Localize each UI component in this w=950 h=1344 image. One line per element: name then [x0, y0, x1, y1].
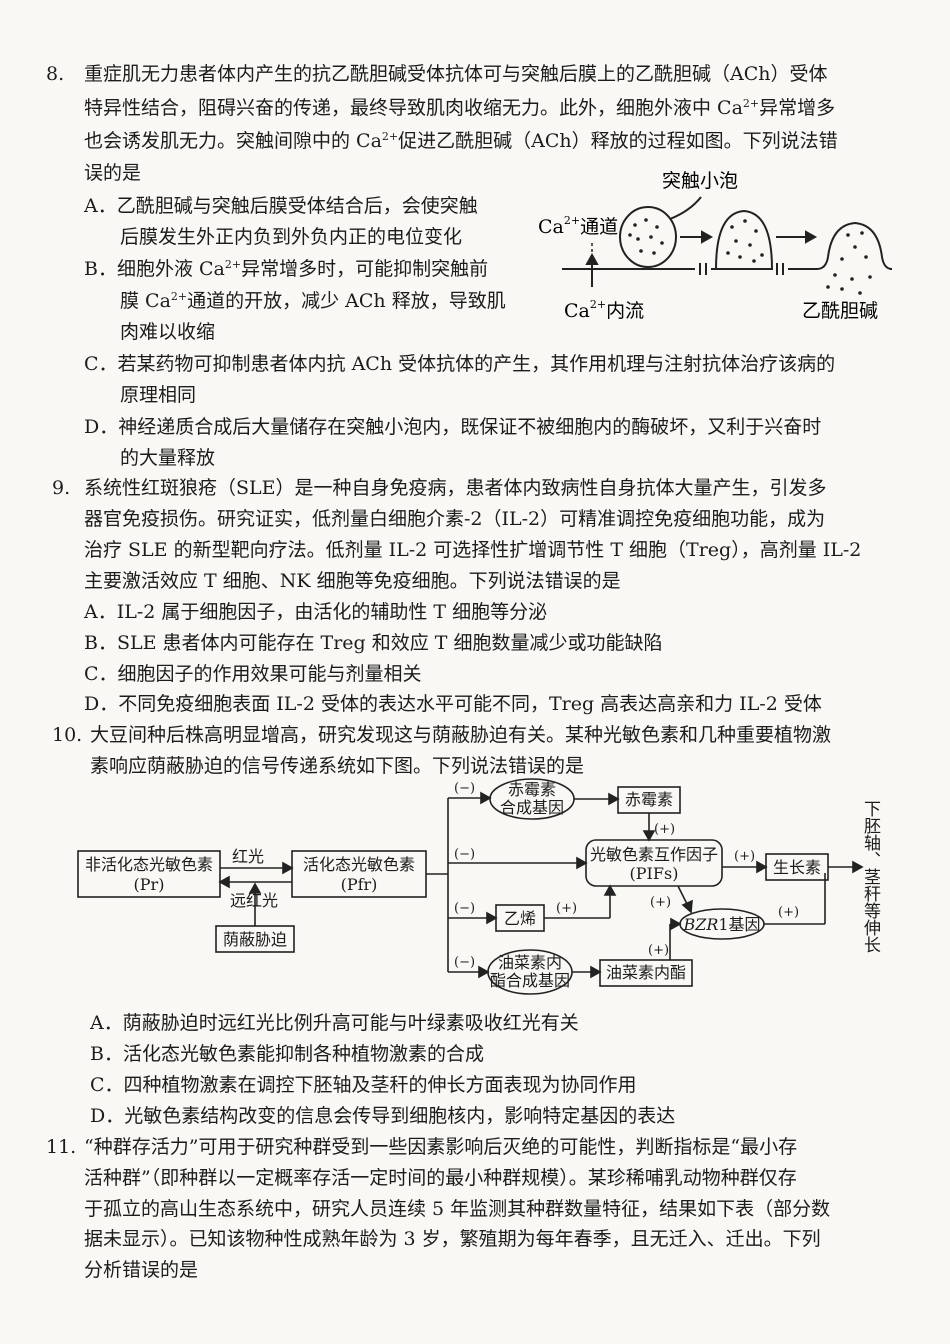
q8-stem-line-3: 也会诱发肌无力。突触间隙中的 Ca2+促进乙酰胆碱（ACh）释放的过程如图。下列… [84, 130, 838, 152]
pifs-label-1: 光敏色素互作因子 [590, 845, 718, 864]
q11-stem-line-3: 于孤立的高山生态系统中，研究人员连续 5 年监测其种群数量特征，结果如下表（部分… [84, 1198, 831, 1220]
q11-stem-line-5: 分析错误的是 [84, 1259, 199, 1281]
q10-option-d: D．光敏色素结构改变的信息会传导到细胞核内，影响特定基因的表达 [90, 1105, 676, 1127]
q8-option-c-line-1: C．若某药物可抑制患者体内抗 ACh 受体抗体的产生，其作用机理与注射抗体治疗该… [84, 353, 836, 375]
signal-pathway-figure: 非活化态光敏色素 (Pr) 活化态光敏色素 (Pfr) 荫蔽胁迫 赤霉素 合成基… [77, 778, 881, 995]
pr-label: (Pr) [134, 875, 165, 894]
q8-option-d-line-2: 的大量释放 [120, 447, 216, 469]
q9-option-d: D．不同免疫细胞表面 IL-2 受体的表达水平可能不同，Treg 高表达高亲和力… [84, 693, 822, 715]
pfr-label: (Pfr) [341, 875, 378, 894]
q9-stem-line-2: 器官免疫损伤。研究证实，低剂量白细胞介素-2（IL-2）可精准调控免疫细胞功能，… [84, 508, 826, 530]
q9-option-a: A．IL-2 属于细胞因子，由活化的辅助性 T 细胞等分泌 [84, 601, 548, 623]
elongation-result-label: 下胚轴、茎秆等伸长 [860, 800, 881, 953]
promote-mark: (+) [648, 943, 669, 958]
q8-option-b-line-1: B．细胞外液 Ca2+异常增多时，可能抑制突触前 [84, 258, 489, 280]
question-8-number: 8. [46, 63, 65, 85]
q10-option-c: C．四种植物激素在调控下胚轴及茎秆的伸长方面表现为协同作用 [90, 1074, 637, 1096]
label-acetylcholine: 乙酰胆碱 [802, 300, 878, 322]
brassinosteroid-label: 油菜素内酯 [606, 963, 686, 982]
question-11-number: 11. [46, 1136, 77, 1158]
question-9-number: 9. [52, 477, 71, 499]
q8-option-b-line-2: 膜 Ca2+通道的开放，减少 ACh 释放，导致肌 [120, 290, 506, 312]
q9-option-b: B．SLE 患者体内可能存在 Treg 和效应 T 细胞数量减少或功能缺陷 [84, 632, 663, 654]
ga-gene-label-2: 合成基因 [500, 798, 564, 817]
synapse-figure: 突触小泡 Ca2+通道 Ca2+内流 乙酰胆碱 [538, 170, 893, 322]
q10-stem-line-2: 素响应荫蔽胁迫的信号传递系统如下图。下列说法错误的是 [90, 755, 585, 777]
q11-stem-line-2: 活种群”（即种群以一定概率存活一定时间的最小种群规模）。某珍稀哺乳动物种群仅存 [84, 1167, 797, 1189]
far-red-light-label: 远红光 [230, 891, 278, 910]
q9-stem-line-3: 治疗 SLE 的新型靶向疗法。低剂量 IL-2 可选择性扩增调节性 T 细胞（T… [84, 539, 862, 561]
inhibit-mark: (−) [454, 901, 475, 916]
promote-mark: (+) [556, 901, 577, 916]
q11-stem-line-4: 据未显示）。已知该物种性成熟年龄为 3 岁，繁殖期为每年春季，且无迁入、迁出。下… [84, 1228, 821, 1250]
inhibit-mark: (−) [454, 847, 475, 862]
q8-stem-line-1: 重症肌无力患者体内产生的抗乙酰胆碱受体抗体可与突触后膜上的乙酰胆碱（ACh）受体 [84, 63, 828, 85]
q8-option-d-line-1: D．神经递质合成后大量储存在突触小泡内，既保证不被细胞内的酶破坏，又利于兴奋时 [84, 416, 822, 438]
question-10-number: 10. [52, 724, 83, 746]
promote-mark: (+) [650, 895, 671, 910]
q10-option-a: A．荫蔽胁迫时远红光比例升高可能与叶绿素吸收红光有关 [90, 1012, 579, 1034]
br-gene-label-2: 酯合成基因 [490, 971, 570, 990]
q9-stem-line-1: 系统性红斑狼疮（SLE）是一种自身免疫病，患者体内致病性自身抗体大量产生，引发多 [84, 477, 827, 499]
inhibit-mark: (−) [454, 955, 475, 970]
q8-option-a-line-2: 后膜发生外正内负到外负内正的电位变化 [120, 226, 463, 248]
active-phytochrome-label: 活化态光敏色素 [303, 855, 415, 874]
ethylene-label: 乙烯 [504, 909, 536, 928]
q11-stem-line-1: “种群存活力”可用于研究种群受到一些因素影响后灭绝的可能性，判断指标是“最小存 [84, 1136, 798, 1158]
gibberellin-label: 赤霉素 [625, 790, 673, 809]
q8-option-c-line-2: 原理相同 [120, 384, 197, 406]
q10-option-b: B．活化态光敏色素能抑制各种植物激素的合成 [90, 1043, 484, 1065]
q8-option-b-line-3: 肉难以收缩 [120, 321, 216, 343]
q8-stem-line-4: 误的是 [84, 162, 142, 184]
q10-stem-line-1: 大豆间种后株高明显增高，研究发现这与荫蔽胁迫有关。某种光敏色素和几种重要植物激 [90, 724, 832, 746]
red-light-label: 红光 [232, 847, 264, 866]
bzr1-gene-label: BZR1基因 [682, 915, 760, 934]
promote-mark: (+) [778, 905, 799, 920]
q8-stem-line-2: 特异性结合，阻碍兴奋的传递，最终导致肌肉收缩无力。此外，细胞外液中 Ca2+异常… [84, 97, 836, 119]
label-ca-channel: Ca2+通道 [538, 214, 618, 238]
promote-mark: (+) [734, 849, 755, 864]
label-ca-influx: Ca2+内流 [564, 298, 644, 322]
shade-stress-label: 荫蔽胁迫 [223, 930, 287, 949]
br-gene-label-1: 油菜素内 [498, 953, 562, 972]
promote-mark: (+) [654, 822, 675, 837]
pifs-label-2: (PIFs) [630, 864, 679, 883]
inhibit-mark: (−) [454, 781, 475, 796]
ga-gene-label-1: 赤霉素 [508, 780, 556, 799]
auxin-label: 生长素 [773, 858, 821, 877]
label-synaptic-vesicle: 突触小泡 [662, 170, 738, 192]
q8-option-a-line-1: A．乙酰胆碱与突触后膜受体结合后，会使突触 [84, 195, 478, 217]
q9-stem-line-4: 主要激活效应 T 细胞、NK 细胞等免疫细胞。下列说法错误的是 [84, 570, 621, 592]
inactive-phytochrome-label: 非活化态光敏色素 [85, 855, 213, 874]
q9-option-c: C．细胞因子的作用效果可能与剂量相关 [84, 663, 422, 685]
